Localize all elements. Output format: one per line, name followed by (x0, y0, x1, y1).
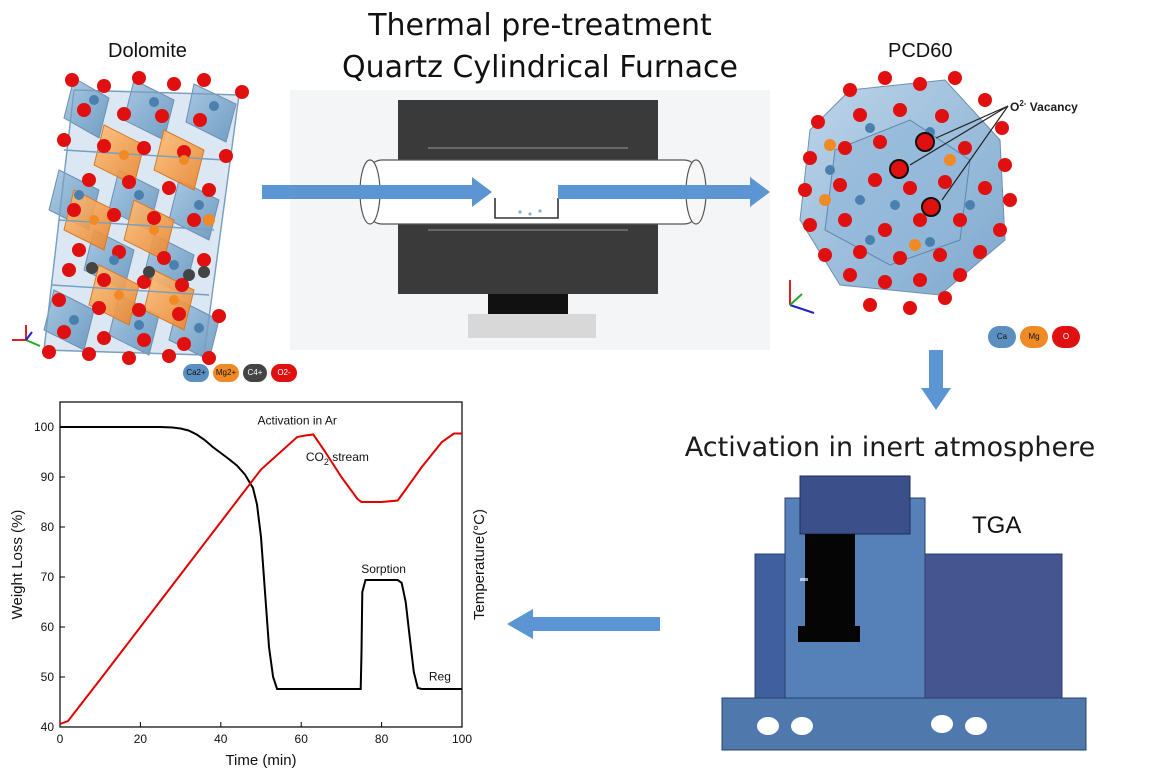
chart-annotation: Reg (429, 670, 451, 684)
legend-chip-mg2: Mg2+ (213, 364, 239, 382)
pcd60-crystal-structure (789, 71, 1017, 315)
annotation-suffix: stream (329, 450, 369, 464)
legend-chip-ca: Ca (988, 326, 1016, 348)
chart-annotation: CO2 stream (306, 450, 369, 467)
plot-frame (59, 401, 463, 728)
pcd60-legend: Ca Mg O (988, 326, 1088, 348)
annotation-subscript: 2 (324, 457, 329, 467)
y-tick-label: 70 (41, 570, 55, 584)
tga-label: TGA (972, 512, 1022, 539)
dolomite-legend: Ca2+ Mg2+ C4+ O2- (183, 364, 333, 384)
y-tick-label: 60 (41, 620, 55, 634)
y-tick-label: 40 (41, 720, 55, 734)
legend-chip-mg: Mg (1020, 326, 1048, 348)
y-tick-label: 50 (41, 670, 55, 684)
chart-annotation: Sorption (361, 562, 406, 576)
x-tick-label: 60 (295, 732, 309, 746)
x-axis-label: Time (min) (225, 752, 296, 769)
y-tick-label: 100 (34, 420, 54, 434)
y-tick-label: 90 (41, 470, 55, 484)
flow-arrows (262, 177, 770, 207)
weight-loss-line (60, 426, 462, 690)
x-tick-label: 0 (57, 732, 64, 746)
temperature-line (59, 432, 462, 725)
process-title-line2: Quartz Cylindrical Furnace (341, 50, 739, 85)
legend-chip-o: O (1052, 326, 1080, 348)
activation-label: Activation in inert atmosphere (684, 432, 1096, 463)
legend-chip-o2: O2- (271, 364, 297, 382)
left-arrow (507, 609, 660, 639)
legend-chip-ca2: Ca2+ (183, 364, 209, 382)
vacancy-label: O2- Vacancy (1010, 99, 1078, 114)
y-tick-label: 80 (41, 520, 55, 534)
x-tick-label: 20 (134, 732, 148, 746)
y-axis-label: Weight Loss (%) (9, 510, 26, 620)
tga-instrument (721, 475, 1087, 751)
down-arrow (921, 350, 951, 410)
dolomite-crystal-structure (12, 71, 249, 365)
quartz-furnace-illustration (290, 90, 770, 350)
legend-chip-c4: C4+ (243, 364, 267, 382)
x-tick-label: 40 (214, 732, 228, 746)
process-title-line1: Thermal pre-treatment (368, 8, 712, 43)
dolomite-label: Dolomite (108, 40, 187, 62)
y2-axis-label: Temperature(°C) (471, 509, 488, 620)
pcd60-label: PCD60 (888, 40, 953, 62)
x-tick-label: 80 (375, 732, 389, 746)
x-tick-label: 100 (452, 732, 472, 746)
chart-annotation: Activation in Ar (257, 414, 336, 428)
